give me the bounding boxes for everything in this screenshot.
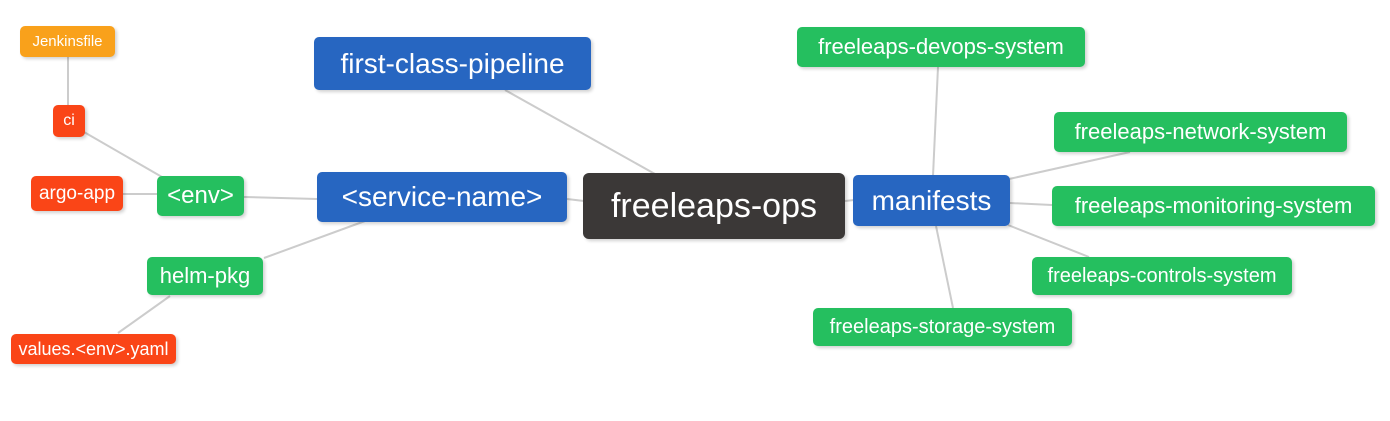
node-service-name[interactable]: <service-name> <box>317 172 567 222</box>
node-first-class-pipeline[interactable]: first-class-pipeline <box>314 37 591 90</box>
node-values-env-yaml[interactable]: values.<env>.yaml <box>11 334 176 364</box>
node-freeleaps-monitoring-system[interactable]: freeleaps-monitoring-system <box>1052 186 1375 226</box>
edge-manifests-to-freeleaps-monitoring-system <box>1009 202 1053 206</box>
node-ci[interactable]: ci <box>53 105 85 137</box>
edge-manifests-to-freeleaps-network-system <box>1008 151 1131 180</box>
node-manifests[interactable]: manifests <box>853 175 1010 226</box>
node-argo-app[interactable]: argo-app <box>31 176 123 211</box>
node-freeleaps-controls-system[interactable]: freeleaps-controls-system <box>1032 257 1292 295</box>
node-freeleaps-network-system[interactable]: freeleaps-network-system <box>1054 112 1347 152</box>
node-env[interactable]: <env> <box>157 176 244 216</box>
edge-helm-pkg-to-service-name <box>263 220 366 259</box>
edge-manifests-to-freeleaps-storage-system <box>935 225 954 309</box>
edge-ci-to-env <box>83 131 163 178</box>
node-jenkinsfile[interactable]: Jenkinsfile <box>20 26 115 57</box>
node-freeleaps-storage-system[interactable]: freeleaps-storage-system <box>813 308 1072 346</box>
node-freeleaps-devops-system[interactable]: freeleaps-devops-system <box>797 27 1085 67</box>
edge-env-to-service-name <box>243 196 318 200</box>
edge-manifests-to-freeleaps-controls-system <box>1007 224 1090 258</box>
edge-first-class-pipeline-to-freeleaps-ops <box>504 89 656 175</box>
edge-values-env-yaml-to-helm-pkg <box>117 295 171 334</box>
node-freeleaps-ops[interactable]: freeleaps-ops <box>583 173 845 239</box>
node-helm-pkg[interactable]: helm-pkg <box>147 257 263 295</box>
edge-service-name-to-freeleaps-ops <box>566 198 585 202</box>
edge-manifests-to-freeleaps-devops-system <box>932 66 939 177</box>
